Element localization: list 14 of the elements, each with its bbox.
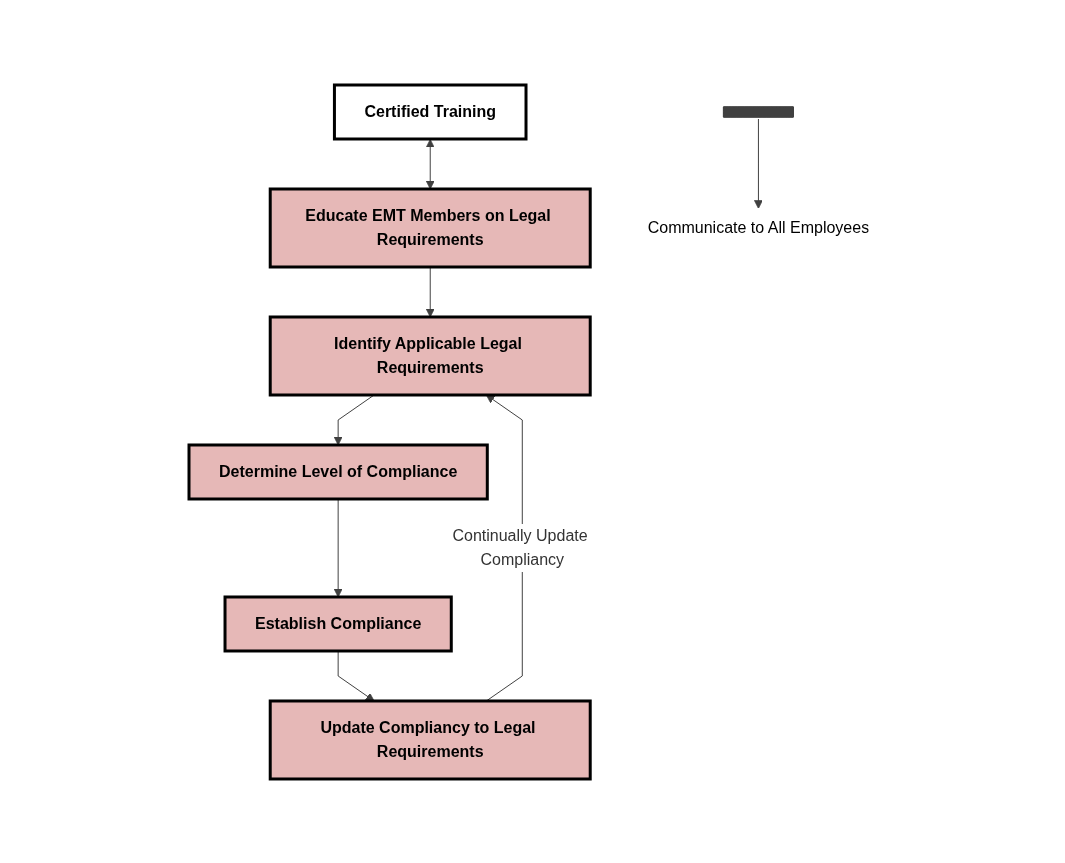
arrow bbox=[425, 138, 435, 189]
arrow bbox=[425, 266, 435, 317]
node-box: Educate EMT Members on Legal Requirements bbox=[268, 187, 592, 268]
arrow bbox=[333, 498, 343, 597]
node-box: Certified Training bbox=[332, 83, 528, 140]
node-box: Establish Compliance bbox=[223, 595, 453, 652]
arrow bbox=[753, 118, 763, 209]
arrow bbox=[333, 394, 375, 445]
node-box: Update Compliancy to Legal Requirements bbox=[268, 699, 592, 780]
node-box: Identify Applicable Legal Requirements bbox=[268, 315, 592, 396]
edge-label: Continually Update Compliancy bbox=[452, 526, 588, 568]
node-text: Communicate to All Employees bbox=[647, 218, 869, 236]
arrow bbox=[337, 650, 375, 701]
node-box: Determine Level of Compliance bbox=[187, 443, 489, 500]
